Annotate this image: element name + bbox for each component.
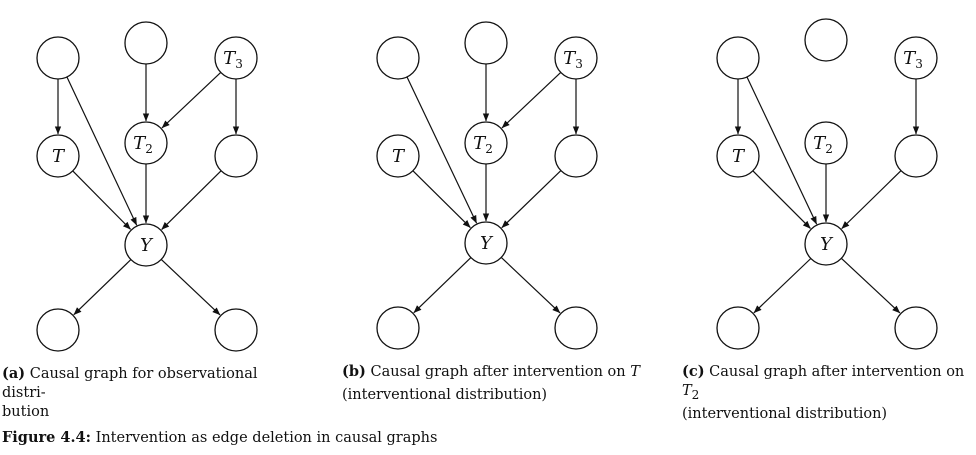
edge-u1-to-y	[406, 76, 478, 224]
node-t2	[464, 121, 508, 165]
node-y	[804, 222, 848, 266]
node-label-y: Y	[820, 234, 834, 255]
node-t	[716, 134, 760, 178]
node-label-t3: T3	[223, 48, 243, 71]
panel-a-caption-line2: bution	[2, 404, 50, 420]
node-t	[376, 134, 420, 178]
node-t3	[554, 36, 598, 80]
edge-t-to-y	[752, 170, 811, 229]
panel-c-caption-sub: 2	[691, 387, 700, 402]
panel-b-caption-var: T	[630, 364, 640, 380]
edge-y-to-d2	[160, 258, 221, 316]
node-label-t2: T2	[813, 133, 833, 156]
node-m	[214, 134, 258, 178]
edge-y-to-d1	[73, 259, 132, 316]
node-d2	[894, 306, 938, 350]
node-label-t3: T3	[563, 48, 583, 71]
panel-b-tag: (b)	[342, 363, 366, 380]
edge-y-to-d1	[753, 258, 812, 314]
node-label-t: T	[392, 146, 406, 167]
node-label-y: Y	[140, 235, 154, 256]
node-u2	[464, 21, 508, 65]
edge-m-to-y	[841, 170, 902, 230]
node-t2	[124, 121, 168, 165]
panel-c-caption: (c) Causal graph after intervention on T…	[682, 362, 974, 424]
edge-t3-to-t2	[501, 71, 562, 129]
node-d2	[214, 308, 258, 352]
node-t3	[894, 36, 938, 80]
node-u1	[376, 36, 420, 80]
node-d1	[376, 306, 420, 350]
panel-b-caption: (b) Causal graph after intervention on T…	[342, 362, 652, 405]
panel-a-caption: (a) Causal graph for observational distr…	[2, 364, 302, 422]
node-label-t: T	[52, 146, 66, 167]
node-d1	[36, 308, 80, 352]
node-label-t2: T2	[473, 133, 493, 156]
panel-c-tag: (c)	[682, 363, 705, 380]
edge-y-to-d1	[413, 257, 472, 314]
node-u2	[804, 18, 848, 62]
node-t	[36, 134, 80, 178]
edge-m-to-y	[161, 170, 222, 230]
edge-u1-to-y	[66, 76, 138, 226]
node-label-t: T	[732, 146, 746, 167]
edge-t3-to-t2	[161, 71, 222, 129]
figure-caption-label: Figure 4.4:	[2, 429, 91, 446]
node-t2	[804, 121, 848, 165]
edge-m-to-y	[501, 170, 562, 229]
node-y	[464, 221, 508, 265]
edge-t-to-y	[72, 170, 131, 230]
panel-a-tag: (a)	[2, 365, 26, 382]
node-label-t3: T3	[903, 48, 923, 71]
panel-c-graph: T3T T2Y	[716, 18, 938, 350]
node-u2	[124, 21, 168, 65]
node-u1	[36, 36, 80, 80]
edge-t-to-y	[412, 170, 471, 228]
panel-c-caption-line2: (interventional distribution)	[682, 405, 888, 422]
node-u1	[716, 36, 760, 80]
node-label-y: Y	[480, 233, 494, 254]
edge-u1-to-y	[746, 76, 818, 225]
panel-b-caption-line2: (interventional distribution)	[342, 386, 548, 403]
panel-b-graph: T3T T2Y	[376, 21, 598, 350]
node-m	[554, 134, 598, 178]
node-m	[894, 134, 938, 178]
edge-y-to-d2	[500, 256, 561, 314]
panel-b-caption-line1: Causal graph after intervention on	[370, 364, 631, 380]
panel-a-graph: T3T T2Y	[36, 21, 258, 352]
figure-caption-text: Intervention as edge deletion in causal …	[90, 430, 438, 446]
panel-c-caption-line1: Causal graph after intervention on	[709, 364, 965, 380]
panel-a-caption-line1: Causal graph for observational distri-	[2, 366, 258, 401]
node-t3	[214, 36, 258, 80]
node-d1	[716, 306, 760, 350]
figure-caption: Figure 4.4: Intervention as edge deletio…	[2, 429, 437, 446]
node-d2	[554, 306, 598, 350]
edge-y-to-d2	[840, 257, 901, 314]
node-label-t2: T2	[133, 133, 153, 156]
panel-c-caption-var: T	[682, 383, 692, 399]
node-y	[124, 223, 168, 267]
